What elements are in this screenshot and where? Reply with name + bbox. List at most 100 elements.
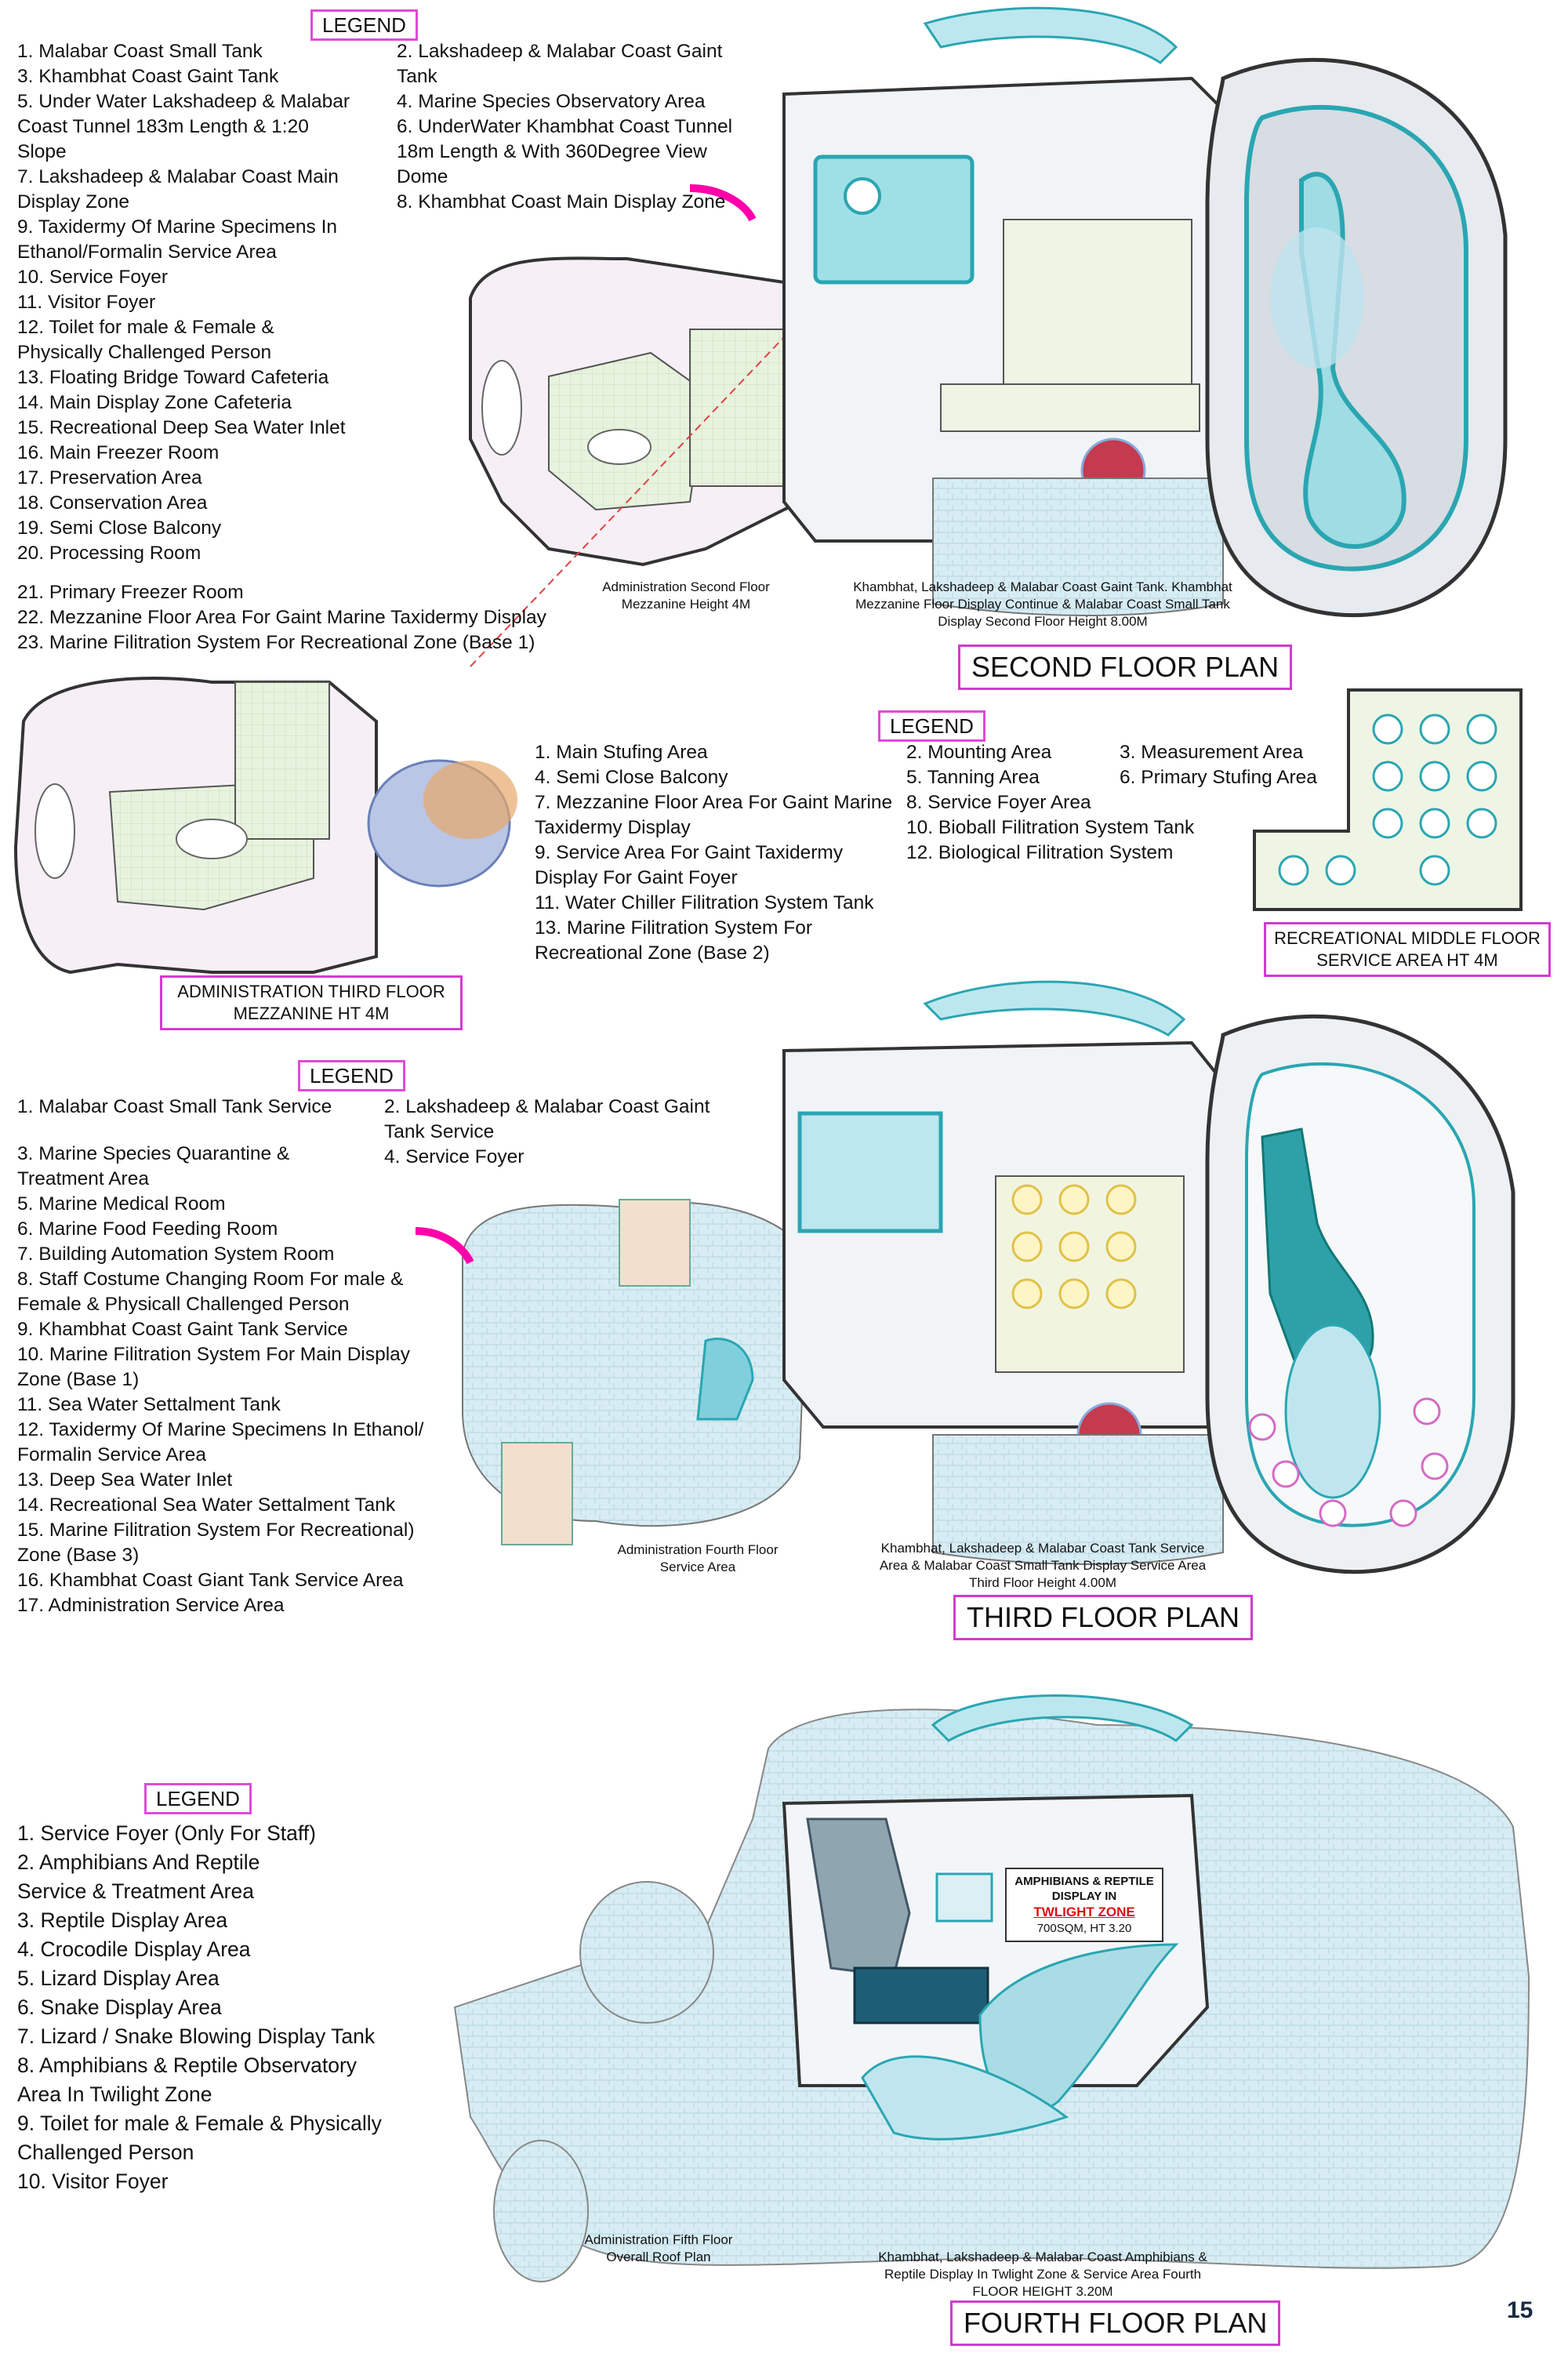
legend-item: 2. Lakshadeep & Malabar Coast Gaint Tank… <box>384 1096 710 1142</box>
legend-item: 4. Crocodile Display Area <box>17 1937 251 1961</box>
second-floor-main-caption: Khambhat, Lakshadeep & Malabar Coast Gai… <box>853 579 1232 629</box>
legend-item: 8. Amphibians & Reptile Observatory Area… <box>17 2053 358 2106</box>
second-floor-legend-left: 1. Malabar Coast Small Tank 3. Khambhat … <box>17 39 362 566</box>
legend-item: 1. Malabar Coast Small Tank <box>17 41 263 62</box>
legend-item: 11. Water Chiller Filitration System Tan… <box>535 892 874 913</box>
legend-item: 21. Primary Freezer Room <box>17 582 244 603</box>
legend-item: 22. Mezzanine Floor Area For Gaint Marin… <box>17 607 546 628</box>
legend-item: 7. Building Automation System Room <box>17 1244 335 1265</box>
legend-item: 23. Marine Filitration System For Recrea… <box>17 632 535 653</box>
legend-item: 5. Tanning Area <box>906 767 1040 788</box>
legend-item: 5. Marine Medical Room <box>17 1193 226 1215</box>
legend-item: 5. Lizard Display Area <box>17 1966 220 1990</box>
legend-item: 20. Processing Room <box>17 543 201 564</box>
fourth-floor-plan-drawing <box>453 1694 1530 2282</box>
legend-item: 12. Biological Filitration System <box>906 842 1174 863</box>
mezzanine-admin-title: ADMINISTRATION THIRD FLOOR MEZZANINE HT … <box>160 975 463 1030</box>
mezzanine-legend-title: LEGEND <box>878 710 985 742</box>
twilight-zone-label-line2: TWLIGHT ZONE <box>1033 1905 1135 1919</box>
fourth-floor-legend-title: LEGEND <box>144 1783 252 1814</box>
legend-item: 9. Toilet for male & Female & Physically… <box>17 2112 382 2164</box>
legend-item: 12. Toilet for male & Female & Physicall… <box>17 317 274 363</box>
second-floor-main-block <box>782 6 1225 616</box>
twilight-zone-label-line3: 700SQM, HT 3.20 <box>1036 1922 1132 1935</box>
third-floor-arrow <box>415 1227 474 1265</box>
second-floor-oval-tank <box>1205 57 1508 618</box>
fourth-floor-admin-caption: Administration Fifth Floor Overall Roof … <box>584 2232 733 2264</box>
fourth-floor-legend: 1. Service Foyer (Only For Staff) 2. Amp… <box>17 1819 409 2196</box>
legend-item: 13. Floating Bridge Toward Cafeteria <box>17 367 329 388</box>
legend-item: 7. Lizard / Snake Blowing Display Tank <box>17 2024 376 2048</box>
legend-item: 13. Marine Filitration System For Recrea… <box>535 917 812 964</box>
legend-item: 4. Service Foyer <box>384 1146 524 1167</box>
mezzanine-recreational-title: RECREATIONAL MIDDLE FLOOR SERVICE AREA H… <box>1264 922 1551 977</box>
third-floor-plan-title: THIRD FLOOR PLAN <box>953 1595 1254 1640</box>
twilight-zone-label-line1: AMPHIBIANS & REPTILE DISPLAY IN <box>1014 1875 1154 1903</box>
legend-item: 10. Marine Filitration System For Main D… <box>17 1344 411 1390</box>
legend-item: 13. Deep Sea Water Inlet <box>17 1469 233 1491</box>
legend-item: 15. Marine Filitration System For Recrea… <box>17 1520 415 1566</box>
legend-item: 10. Visitor Foyer <box>17 2170 169 2193</box>
legend-item: 7. Lakshadeep & Malabar Coast Main Displ… <box>17 166 339 212</box>
fourth-floor-plan-title: FOURTH FLOOR PLAN <box>950 2300 1281 2346</box>
second-floor-arrow <box>689 184 757 222</box>
second-floor-plan-title: SECOND FLOOR PLAN <box>958 645 1293 690</box>
legend-item: 10. Bioball Filitration System Tank <box>906 817 1195 838</box>
fourth-floor-main-caption: Khambhat, Lakshadeep & Malabar Coast Amp… <box>878 2250 1207 2299</box>
legend-item: 6. Snake Display Area <box>17 1995 222 2019</box>
legend-item: 19. Semi Close Balcony <box>17 517 222 539</box>
second-floor-legend-title: LEGEND <box>310 9 418 41</box>
legend-item: 7. Mezzanine Floor Area For Gaint Marine… <box>535 792 893 838</box>
legend-item: 1. Malabar Coast Small Tank Service <box>17 1096 332 1117</box>
third-floor-plan-drawing <box>462 980 1515 1574</box>
legend-item: 5. Under Water Lakshadeep & Malabar Coas… <box>17 91 350 162</box>
legend-item: 16. Khambhat Coast Giant Tank Service Ar… <box>17 1570 404 1591</box>
mezzanine-legend-col1: 1. Main Stufing Area 4. Semi Close Balco… <box>535 740 895 966</box>
legend-item: 1. Service Foyer (Only For Staff) <box>17 1821 316 1845</box>
legend-item: 14. Main Display Zone Cafeteria <box>17 392 292 413</box>
mezzanine-admin-drawing <box>13 677 517 975</box>
third-floor-legend-right: 2. Lakshadeep & Malabar Coast Gaint Tank… <box>384 1095 745 1170</box>
page-number: 15 <box>1507 2297 1534 2323</box>
legend-item: 16. Main Freezer Room <box>17 442 220 463</box>
legend-item: 6. Primary Stufing Area <box>1120 767 1317 788</box>
mezzanine-recreational-drawing <box>1253 688 1523 911</box>
twilight-zone-label: AMPHIBIANS & REPTILE DISPLAY IN TWLIGHT … <box>1005 1868 1163 1942</box>
legend-item: 3. Reptile Display Area <box>17 1908 228 1932</box>
legend-item: 11. Sea Water Settalment Tank <box>17 1394 281 1415</box>
legend-item: 8. Staff Costume Changing Room For male … <box>17 1269 404 1315</box>
legend-item: 15. Recreational Deep Sea Water Inlet <box>17 417 346 438</box>
mezzanine-legend-col3: 3. Measurement Area 6. Primary Stufing A… <box>1120 740 1355 790</box>
second-floor-admin-block <box>469 256 833 667</box>
legend-item: 3. Measurement Area <box>1120 742 1304 763</box>
legend-item: 17. Preservation Area <box>17 467 202 488</box>
legend-item: 9. Service Area For Gaint Taxidermy Disp… <box>535 842 844 888</box>
legend-item: 11. Visitor Foyer <box>17 292 156 313</box>
legend-item: 1. Main Stufing Area <box>535 742 708 763</box>
legend-item: 14. Recreational Sea Water Settalment Ta… <box>17 1494 396 1516</box>
mezzanine-legend-col2: 2. Mounting Area 5. Tanning Area 8. Serv… <box>906 740 1236 866</box>
legend-item: 18. Conservation Area <box>17 492 208 514</box>
legend-item: 3. Marine Species Quarantine & Treatment… <box>17 1143 290 1189</box>
legend-item: 10. Service Foyer <box>17 267 168 288</box>
third-floor-main-caption: Khambhat, Lakshadeep & Malabar Coast Tan… <box>879 1541 1207 1590</box>
legend-item: 9. Taxidermy Of Marine Specimens In Etha… <box>17 216 338 263</box>
legend-item: 9. Khambhat Coast Gaint Tank Service <box>17 1319 348 1340</box>
legend-item: 17. Administration Service Area <box>17 1595 285 1616</box>
third-floor-legend-left: 1. Malabar Coast Small Tank Service 3. M… <box>17 1095 441 1618</box>
legend-item: 4. Marine Species Observatory Area <box>397 91 706 112</box>
second-floor-admin-caption: Administration Second Floor Mezzanine He… <box>602 579 770 612</box>
legend-item: 2. Lakshadeep & Malabar Coast Gaint Tank <box>397 41 723 87</box>
legend-item: 8. Khambhat Coast Main Display Zone <box>397 191 726 212</box>
legend-item: 4. Semi Close Balcony <box>535 767 728 788</box>
legend-item: 3. Khambhat Coast Gaint Tank <box>17 66 279 87</box>
legend-item: 6. Marine Food Feeding Room <box>17 1218 278 1240</box>
legend-item: 8. Service Foyer Area <box>906 792 1091 813</box>
second-floor-legend-left-continued: 21. Primary Freezer Room 22. Mezzanine F… <box>17 580 550 655</box>
third-floor-legend-title: LEGEND <box>298 1060 405 1091</box>
legend-item: 2. Mounting Area <box>906 742 1052 763</box>
legend-item: 6. UnderWater Khambhat Coast Tunnel 18m … <box>397 116 733 187</box>
second-floor-legend-right: 2. Lakshadeep & Malabar Coast Gaint Tank… <box>397 39 757 215</box>
legend-item: 2. Amphibians And Reptile Service & Trea… <box>17 1850 260 1903</box>
